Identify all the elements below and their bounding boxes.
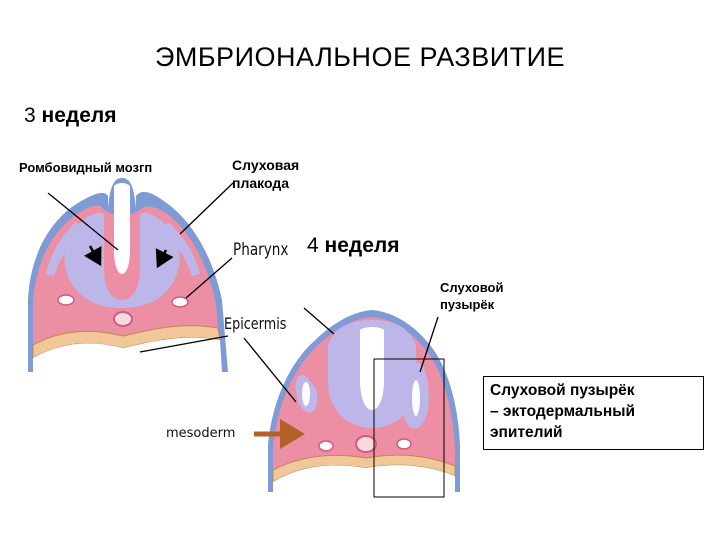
page-title: ЭМБРИОНАЛЬНОЕ РАЗВИТИЕ xyxy=(154,42,566,72)
week3-label: неделя xyxy=(41,104,117,127)
label-rhombencephalon: Ромбовидный мозгп xyxy=(19,160,153,175)
week3-heading: 3 неделя xyxy=(24,104,117,128)
label-epidermis: Epicermis xyxy=(224,314,287,333)
week4-label: неделя xyxy=(324,234,400,257)
label-pharynx: Pharynx xyxy=(233,240,289,260)
week4-heading: 4 неделя xyxy=(307,234,400,258)
label-mesoderm: mesoderm xyxy=(166,426,236,441)
label-otic-placode: Слуховая плакода xyxy=(232,157,300,191)
week3-neural-fold xyxy=(64,212,180,308)
week4-section xyxy=(254,310,460,498)
week4-number: 4 xyxy=(307,234,319,257)
label-otic-vesicle: Слуховой пузырёк xyxy=(440,280,504,312)
note-box: Слуховой пузырёк – эктодермальный эпител… xyxy=(483,376,704,450)
leader-lines xyxy=(47,182,439,403)
note-text: Слуховой пузырёк – эктодермальный эпител… xyxy=(490,382,636,441)
week3-section xyxy=(28,178,228,372)
week3-number: 3 xyxy=(24,104,36,127)
